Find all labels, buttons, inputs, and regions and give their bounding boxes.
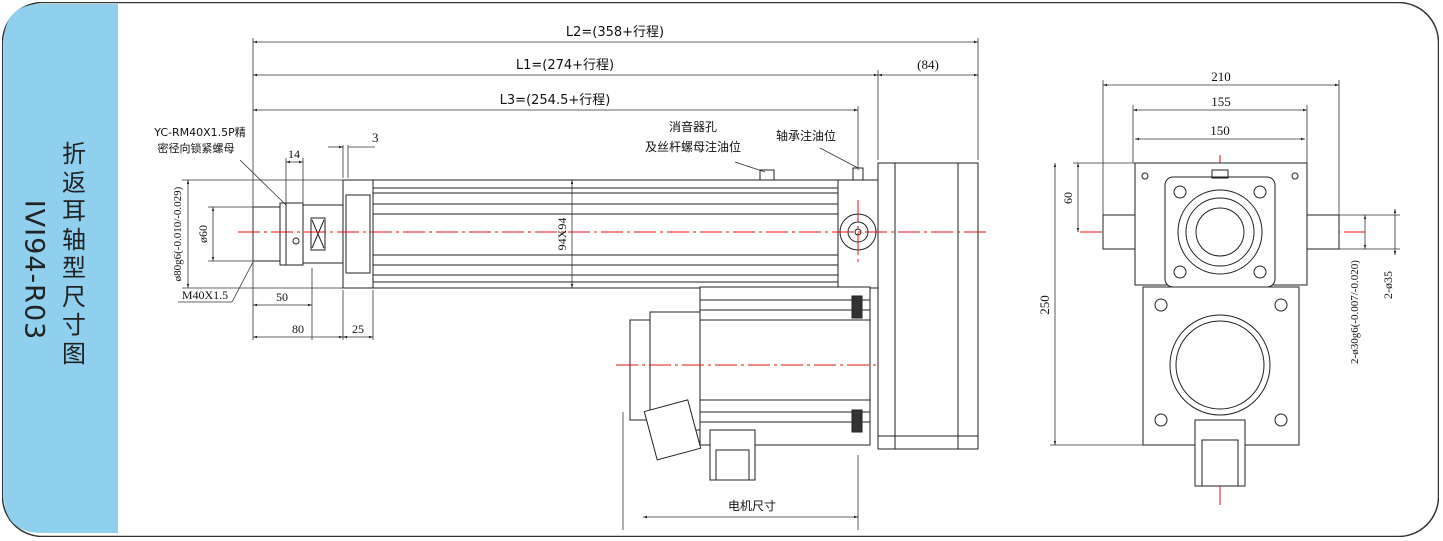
dim-155: 155 (1211, 94, 1231, 109)
side-view (252, 162, 979, 481)
drawing-title: 折返耳轴型尺寸图 (62, 140, 86, 368)
dim-210: 210 (1211, 69, 1231, 84)
dim-25: 25 (352, 322, 364, 336)
gearbox (877, 162, 979, 450)
dim-80: 80 (292, 322, 304, 336)
dim-84: (84) (917, 57, 939, 72)
shaft-diameter: 2-ø35 (1381, 271, 1395, 299)
sidebar-tab (4, 4, 118, 533)
shaft-fit: 2-ø30g6(-0.007/-0.020) (1349, 260, 1361, 364)
muffler-note-line1: 消音器孔 (669, 119, 717, 134)
front-dimension-lines (1050, 80, 1400, 446)
dim-l3: L3=(254.5+行程) (500, 93, 611, 108)
dim-60-front: 60 (1061, 192, 1075, 204)
actuator-tube (372, 179, 839, 289)
dim-60: ø60 (196, 225, 210, 243)
bearing-oil-note: 轴承注油位 (776, 128, 836, 143)
motor-side (629, 286, 871, 481)
front-view (1102, 162, 1340, 487)
dim-tube: 94X94 (555, 218, 569, 251)
thread-spec: M40X1.5 (182, 288, 228, 302)
dim-l2: L2=(358+行程) (566, 25, 664, 40)
dim-3: 3 (372, 130, 379, 145)
dim-l1: L1=(274+行程) (516, 58, 614, 73)
dim-150: 150 (1210, 123, 1230, 138)
dim-50: 50 (276, 290, 288, 304)
front-gearbox (1142, 286, 1300, 446)
motor-dim-label: 电机尺寸 (728, 499, 776, 513)
dimension-lines (178, 38, 979, 530)
front-cap (342, 179, 374, 289)
nut-note-line2: 密径向锁紧螺母 (158, 141, 235, 155)
dim-14: 14 (288, 147, 300, 161)
dim-80g6: ø80g6(-0.010/-0.029) (172, 186, 184, 281)
dim-250: 250 (1037, 295, 1052, 315)
nut-note-line1: YC-RM40X1.5P精 (153, 126, 246, 139)
muffler-note-line2: 及丝杆螺母注油位 (645, 139, 741, 154)
